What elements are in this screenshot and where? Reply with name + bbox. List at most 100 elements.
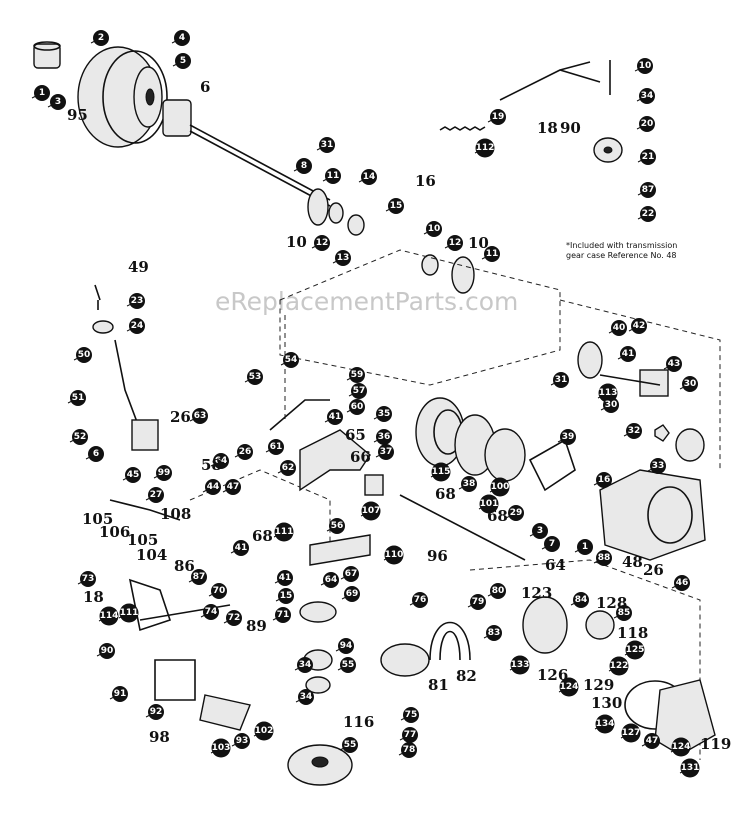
callout-circle: [631, 318, 647, 334]
gear-housing: [522, 596, 568, 654]
callout-number: 91: [114, 689, 127, 699]
callout-number: 33: [652, 461, 665, 471]
callout-number: 113: [599, 388, 618, 398]
callout-circle: [376, 406, 392, 422]
callout-circle: [596, 472, 612, 488]
callout-circle: [384, 545, 404, 565]
callout-33: 33: [647, 458, 666, 474]
idler-pulley-hub: [603, 146, 613, 154]
ref-label-98: 98: [149, 728, 170, 746]
callout-circle: [553, 372, 569, 388]
callout-2: 2: [90, 30, 109, 46]
ref-label-129: 129: [583, 676, 614, 694]
callout-44: 44: [202, 479, 221, 495]
callout-circle: [192, 408, 208, 424]
axle-collar: [347, 214, 365, 236]
callout-number: 40: [613, 323, 626, 333]
gear: [585, 610, 615, 640]
callout-circle: [544, 536, 560, 552]
ref-label-58: 58: [201, 456, 222, 474]
callout-number: 1: [39, 88, 45, 98]
lever-bracket: [131, 419, 159, 451]
shift-lever: [114, 339, 141, 431]
callout-number: 102: [255, 726, 274, 736]
callout-47: 47: [222, 479, 241, 495]
bushing: [33, 41, 61, 69]
callout-circle: [620, 346, 636, 362]
callout-54: 54: [280, 352, 299, 368]
callout-number: 59: [351, 370, 364, 380]
callout-10: 10: [634, 58, 653, 74]
callout-64: 64: [320, 572, 339, 588]
callout-number: 69: [346, 589, 359, 599]
callout-number: 94: [340, 641, 353, 651]
callout-number: 127: [622, 728, 641, 738]
callout-number: 80: [492, 586, 505, 596]
callout-27: 27: [145, 487, 164, 503]
callout-number: 31: [321, 140, 334, 150]
callout-circle: [426, 221, 442, 237]
callout-94: 94: [335, 638, 354, 654]
ref-label-26: 26: [643, 561, 664, 579]
callout-number: 99: [158, 468, 171, 478]
callout-number: 31: [555, 375, 568, 385]
callout-circle: [559, 677, 579, 697]
callout-circle: [148, 704, 164, 720]
callout-circle: [650, 458, 666, 474]
callout-number: 111: [275, 527, 294, 537]
bearing-cup: [305, 676, 331, 694]
callout-number: 134: [596, 719, 615, 729]
callout-number: 73: [82, 574, 95, 584]
callout-circle: [50, 94, 66, 110]
callout-circle: [431, 462, 451, 482]
callout-47: 47: [641, 733, 660, 749]
callout-number: 75: [405, 710, 418, 720]
callout-38: 38: [458, 476, 477, 492]
ref-label-68: 68: [252, 527, 273, 545]
callout-number: 55: [342, 660, 355, 670]
callout-number: 24: [131, 321, 144, 331]
ref-label-105: 105: [82, 510, 113, 528]
callout-11: 11: [481, 246, 500, 262]
callout-number: 41: [279, 573, 292, 583]
callout-41: 41: [617, 346, 636, 362]
callout-circle: [640, 206, 656, 222]
callout-number: 53: [249, 372, 262, 382]
callout-circle: [470, 594, 486, 610]
callout-circle: [277, 570, 293, 586]
callout-circle: [577, 539, 593, 555]
callout-circle: [349, 367, 365, 383]
callout-circle: [388, 198, 404, 214]
callout-circle: [203, 604, 219, 620]
callout-29: 29: [505, 505, 524, 521]
callout-circle: [205, 479, 221, 495]
ref-label-66: 66: [350, 448, 371, 466]
linkage-arm: [128, 578, 172, 632]
callout-number: 11: [327, 171, 340, 181]
callout-circle: [680, 758, 700, 778]
callout-circle: [508, 505, 524, 521]
callout-50: 50: [73, 347, 92, 363]
callout-35: 35: [373, 406, 392, 422]
callout-circle: [361, 501, 381, 521]
callout-110: 110: [383, 545, 404, 565]
plate: [199, 694, 251, 731]
callout-46: 46: [671, 575, 690, 591]
callout-74: 74: [200, 604, 219, 620]
axle-bearing-right: [421, 254, 439, 276]
callout-102: 102: [253, 721, 274, 741]
callout-circle: [226, 610, 242, 626]
ref-label-64: 64: [545, 556, 566, 574]
callout-number: 51: [72, 393, 85, 403]
callout-circle: [616, 605, 632, 621]
callout-circle: [639, 116, 655, 132]
callout-number: 124: [672, 742, 691, 752]
pulley: [299, 601, 337, 623]
callout-124: 124: [558, 677, 579, 697]
callout-number: 35: [378, 409, 391, 419]
callout-number: 37: [380, 447, 393, 457]
callout-70: 70: [208, 583, 227, 599]
callout-3: 3: [47, 94, 66, 110]
callout-number: 10: [428, 224, 441, 234]
callout-number: 34: [299, 660, 312, 670]
